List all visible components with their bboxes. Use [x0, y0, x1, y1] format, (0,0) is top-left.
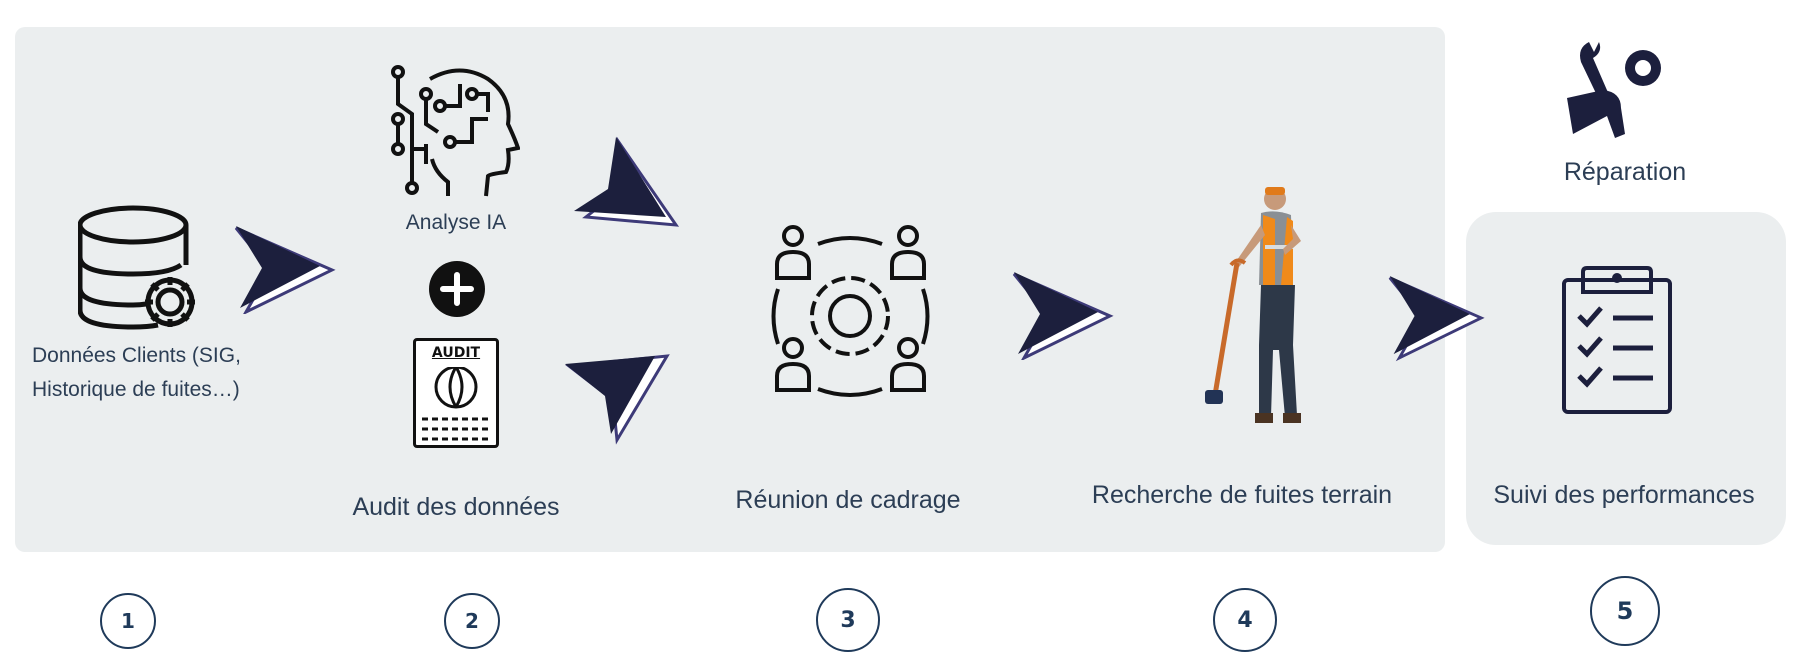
- ai-brain-icon: [390, 64, 520, 199]
- step5-label: Suivi des performances: [1493, 481, 1754, 510]
- wrench-gear-hand-icon: [1563, 38, 1663, 143]
- clipboard-checklist-icon: [1561, 264, 1673, 416]
- step-number-3: 3: [816, 588, 880, 652]
- step-number-4: 4: [1213, 588, 1277, 652]
- audit-document-icon: AUDIT: [413, 338, 499, 448]
- step-number-2: 2: [444, 593, 500, 649]
- plus-icon: [428, 260, 486, 318]
- arrow-icon: [1010, 268, 1115, 360]
- arrow-icon: [563, 350, 673, 445]
- arrow-icon: [232, 222, 337, 314]
- step1-label-line1: Données Clients (SIG,: [32, 344, 241, 368]
- database-gear-icon: [78, 205, 203, 335]
- ai-analysis-label: Analyse IA: [406, 211, 506, 235]
- step4-label: Recherche de fuites terrain: [1092, 481, 1392, 510]
- arrow-icon: [1386, 270, 1486, 362]
- audit-badge-text: AUDIT: [416, 345, 496, 361]
- meeting-gear-icon: [763, 224, 938, 409]
- step-number-5: 5: [1590, 576, 1660, 646]
- step1-label-line2: Historique de fuites…): [32, 378, 240, 402]
- field-worker-image: [1195, 185, 1330, 440]
- repair-label: Réparation: [1564, 158, 1686, 187]
- step2-label: Audit des données: [352, 493, 559, 522]
- arrow-icon: [570, 135, 680, 230]
- step-number-1: 1: [100, 593, 156, 649]
- step3-label: Réunion de cadrage: [735, 486, 960, 515]
